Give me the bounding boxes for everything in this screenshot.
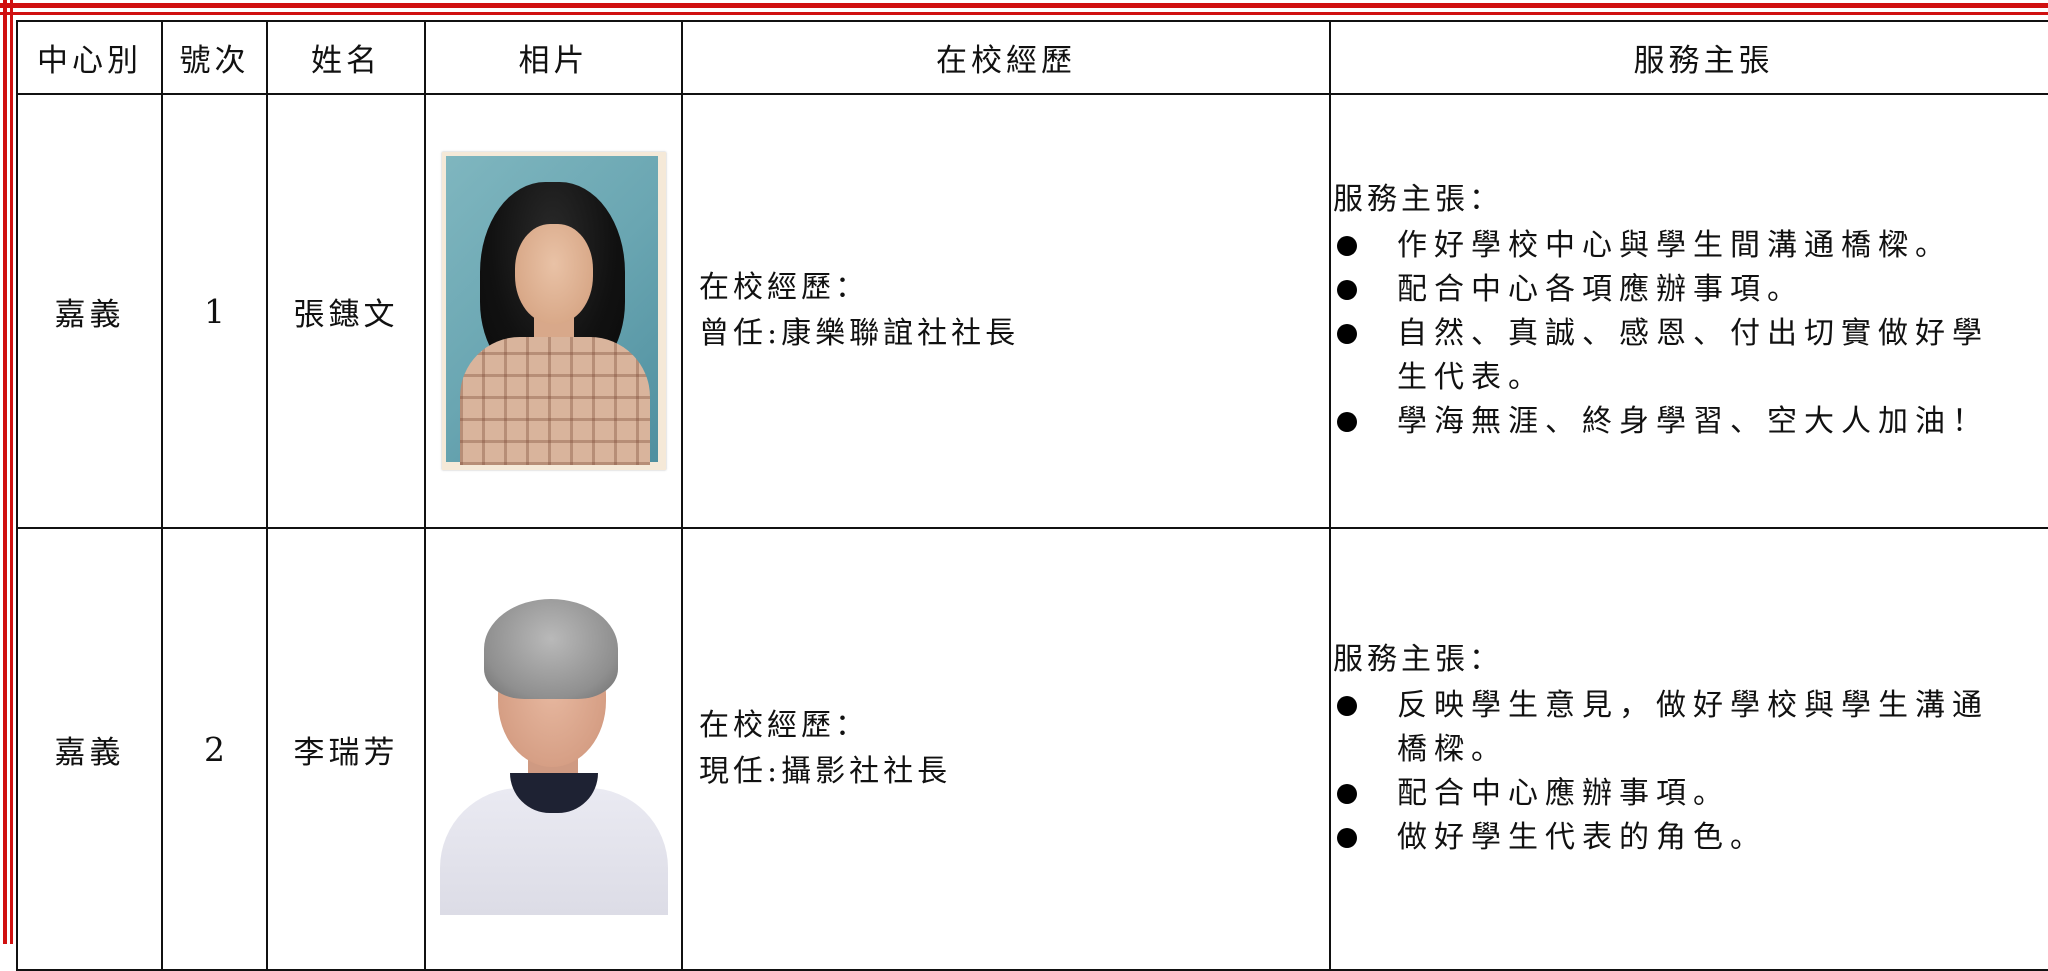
history-cell: 在校經歷： 曾任:康樂聯誼社社長 [681,93,1331,529]
table-header-row: 中心別 號次 姓名 相片 在校經歷 服務主張 [16,20,2048,95]
history-heading: 在校經歷： [699,708,869,743]
red-left-border [0,0,14,944]
center-cell: 嘉義 [16,527,163,971]
name-cell: 張鏸文 [266,93,426,529]
platform-heading: 服務主張： [1333,642,1503,677]
number-cell: 2 [161,527,268,971]
history-line: 現任:攝影社社長 [699,754,952,789]
candidate-photo [439,593,668,915]
photo-cell [424,93,683,529]
bullet-icon [1337,412,1357,432]
table-row: 嘉義 1 張鏸文 在校經歷： 曾任:康樂聯誼社社長 服務主張： 作好學校中心與學… [16,93,2048,529]
bullet-icon [1337,280,1357,300]
list-item: 反映學生意見，做好學校與學生溝通橋樑。 [1333,684,1997,772]
photo-cell [424,527,683,971]
platform-heading: 服務主張： [1333,182,1503,217]
list-item: 自然、真誠、感恩、付出切實做好學生代表。 [1333,312,1997,400]
header-history: 在校經歷 [681,20,1331,95]
bullet-icon [1337,324,1357,344]
header-number: 號次 [161,20,268,95]
header-photo: 相片 [424,20,683,95]
center-cell: 嘉義 [16,93,163,529]
history-heading: 在校經歷： [699,270,869,305]
header-name: 姓名 [266,20,426,95]
platform-cell: 服務主張： 反映學生意見，做好學校與學生溝通橋樑。 配合中心應辦事項。 做好學生… [1329,527,2048,971]
page-frame [0,0,2048,944]
name-cell: 李瑞芳 [266,527,426,971]
list-item: 作好學校中心與學生間溝通橋樑。 [1333,224,1997,268]
table-row: 嘉義 2 李瑞芳 在校經歷： 現任:攝影社社長 服務主張： 反映學生意見，做好學… [16,527,2048,971]
list-item: 學海無涯、終身學習、空大人加油！ [1333,400,1997,444]
bullet-icon [1337,784,1357,804]
number-cell: 1 [161,93,268,529]
header-center: 中心別 [16,20,163,95]
candidate-table: 中心別 號次 姓名 相片 在校經歷 服務主張 嘉義 1 張鏸文 在校經歷： 曾任… [16,20,2048,971]
bullet-icon [1337,696,1357,716]
red-top-border [0,0,2048,18]
bullet-icon [1337,828,1357,848]
list-item: 配合中心各項應辦事項。 [1333,268,1997,312]
list-item: 做好學生代表的角色。 [1333,816,1997,860]
history-line: 曾任:康樂聯誼社社長 [699,316,1020,351]
bullet-icon [1337,236,1357,256]
list-item: 配合中心應辦事項。 [1333,772,1997,816]
candidate-photo [441,152,666,470]
platform-list: 反映學生意見，做好學校與學生溝通橋樑。 配合中心應辦事項。 做好學生代表的角色。 [1333,684,2048,860]
history-cell: 在校經歷： 現任:攝影社社長 [681,527,1331,971]
header-platform: 服務主張 [1329,20,2048,95]
platform-list: 作好學校中心與學生間溝通橋樑。 配合中心各項應辦事項。 自然、真誠、感恩、付出切… [1333,224,2048,444]
platform-cell: 服務主張： 作好學校中心與學生間溝通橋樑。 配合中心各項應辦事項。 自然、真誠、… [1329,93,2048,529]
